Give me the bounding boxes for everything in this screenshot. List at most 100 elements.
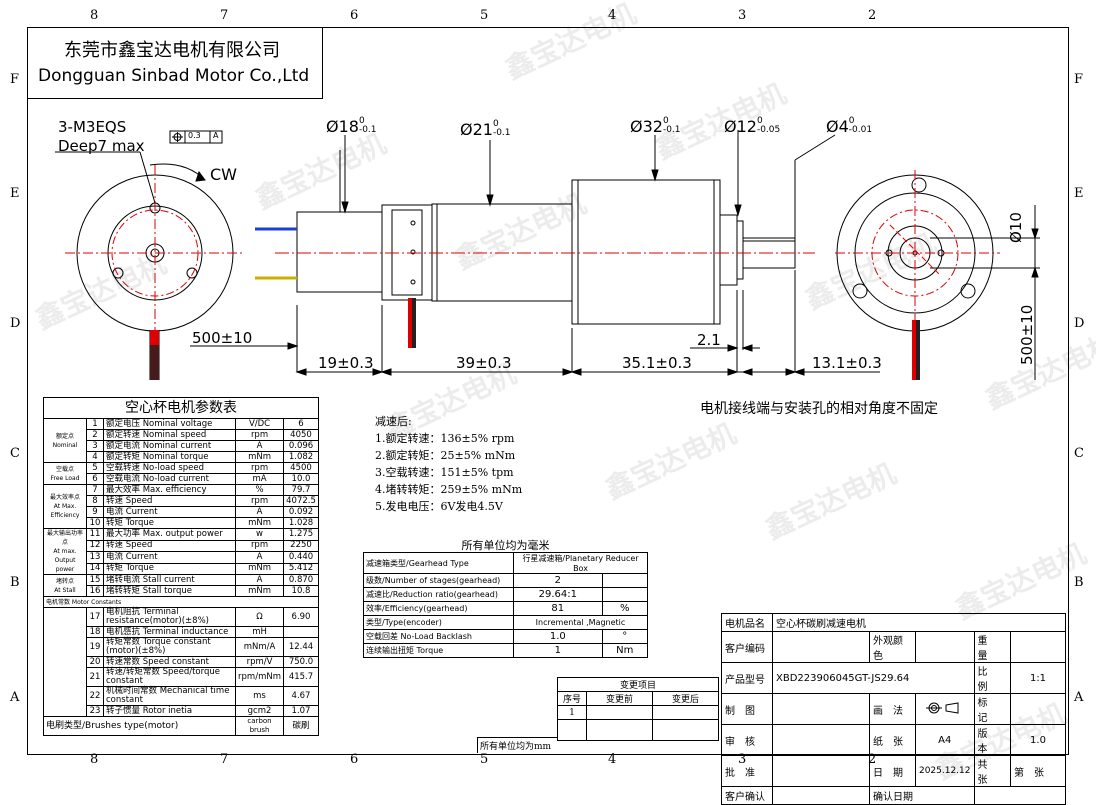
gear-value: 1.0	[513, 629, 603, 644]
param-value	[283, 626, 319, 638]
param-unit: gcm2	[235, 705, 284, 717]
label: 日 期	[869, 755, 916, 787]
param-unit: mNm	[235, 517, 284, 529]
param-name: 转速常数 Speed constant	[102, 656, 237, 668]
param-unit: w	[235, 528, 284, 541]
grid-right-c: C	[1074, 446, 1084, 461]
grid-left-a: A	[10, 690, 20, 705]
param-name: 转速 Speed	[102, 495, 237, 507]
param-unit: rpm	[235, 429, 284, 441]
param-no: 6	[86, 473, 104, 485]
grid-left-d: D	[10, 316, 21, 331]
depth-label: Deep7 max	[58, 137, 145, 155]
param-name: 转矩常数 Torque constant (motor)(±8%)	[102, 637, 237, 657]
param-no: 3	[86, 440, 104, 452]
projection-icon	[914, 693, 975, 725]
change-col-after: 变更后	[652, 691, 719, 706]
param-unit: mH	[235, 626, 284, 638]
label: 外观颜色	[869, 631, 916, 663]
grid-right-f: F	[1074, 72, 1084, 87]
group-free-load: 空载点 Free Load	[43, 462, 87, 485]
grid-bottom-7: 7	[220, 752, 229, 767]
param-name: 转矩 Torque	[102, 517, 237, 529]
length-39: 39±0.3	[456, 354, 512, 372]
param-unit: A	[235, 551, 284, 564]
thread-label: 3-M3EQS	[58, 118, 127, 136]
group-constants: 电机常数 Motor Constants	[43, 596, 319, 608]
gear-key: 效率/Efficiency(gearhead)	[363, 601, 514, 616]
group-stall: 堵转点 At Stall	[43, 574, 87, 597]
lead-length-left: 500±10	[192, 329, 253, 347]
param-value: 4500	[283, 462, 319, 474]
param-no: 23	[86, 705, 104, 717]
grid-right-b: B	[1074, 575, 1084, 590]
group-max-power: 最大输出功率点 At max. Output power	[43, 528, 87, 575]
param-value: 10.8	[283, 585, 319, 597]
change-row-no: 1	[557, 705, 587, 720]
param-unit: rpm	[235, 495, 284, 507]
param-name: 堵转电流 Stall current	[102, 574, 237, 586]
param-name: 堵转转矩 Stall torque	[102, 585, 237, 597]
label: 版 本	[973, 724, 1011, 756]
label: 共 张	[973, 755, 1011, 787]
change-table-title: 变更项目	[557, 677, 719, 692]
gear-key: 类型/Type(encoder)	[363, 615, 514, 630]
param-value: 6	[283, 418, 319, 430]
param-value: 1.275	[283, 528, 319, 541]
param-value: 5.412	[283, 562, 319, 575]
grid-left-c: C	[10, 446, 20, 461]
param-name: 空载转速 No-load speed	[102, 462, 237, 474]
drawing-border	[27, 27, 1069, 755]
param-unit: %	[235, 484, 284, 496]
label: 确认日期	[869, 786, 975, 805]
gear-key: 减速箱类型/Gearhead Type	[363, 552, 514, 574]
scale-value: 1:1	[1010, 662, 1066, 694]
grid-top-6: 6	[350, 8, 359, 23]
grid-right-a: A	[1074, 690, 1084, 705]
grid-left-f: F	[10, 72, 20, 87]
param-no: 9	[86, 506, 104, 518]
label: 纸 张	[869, 724, 916, 756]
param-name: 最大功率 Max. output power	[102, 528, 237, 541]
grid-top-7: 7	[220, 8, 229, 23]
gear-value: 2	[513, 573, 603, 588]
grid-left-e: E	[10, 186, 20, 201]
gear-unit	[601, 587, 649, 602]
gear-value: 1	[513, 643, 603, 658]
param-value: 1.082	[283, 451, 319, 463]
orientation-note: 电机接线端与安装孔的相对角度不固定	[700, 401, 938, 417]
param-no: 18	[86, 626, 104, 638]
param-unit: rpm/V	[235, 656, 284, 668]
param-unit: rpm	[235, 462, 284, 474]
label: 产品型号	[721, 662, 773, 694]
length-19: 19±0.3	[318, 354, 374, 372]
reduction-item: 5.发电电压：6V发电4.5V	[375, 500, 503, 513]
product-name: 空心杯碳刷减速电机	[772, 613, 1066, 632]
grid-right-d: D	[1074, 316, 1085, 331]
param-value: 4050	[283, 429, 319, 441]
param-value: 12.44	[283, 637, 319, 657]
lead-length-right: 500±10	[1018, 304, 1036, 365]
company-name-cn: 东莞市鑫宝达电机有限公司	[64, 40, 280, 61]
length-35: 35.1±0.3	[622, 354, 692, 372]
param-no: 13	[86, 551, 104, 564]
param-name: 空载电流 No-load current	[102, 473, 237, 485]
param-unit: A	[235, 506, 284, 518]
rotation-label: CW	[210, 165, 237, 184]
group-max-efficiency: 最大效率点 At Max. Efficiency	[43, 484, 87, 529]
grid-top-3: 3	[738, 8, 747, 23]
change-col-before: 变更前	[586, 691, 653, 706]
gear-unit	[601, 573, 649, 588]
param-no: 8	[86, 495, 104, 507]
param-value: 79.7	[283, 484, 319, 496]
param-no: 16	[86, 585, 104, 597]
grid-top-2: 2	[868, 8, 877, 23]
param-no: 2	[86, 429, 104, 441]
param-name: 额定电流 Nominal current	[102, 440, 237, 452]
param-unit: rpm	[235, 539, 284, 552]
company-name-en: Dongguan Sinbad Motor Co.,Ltd	[38, 66, 310, 86]
